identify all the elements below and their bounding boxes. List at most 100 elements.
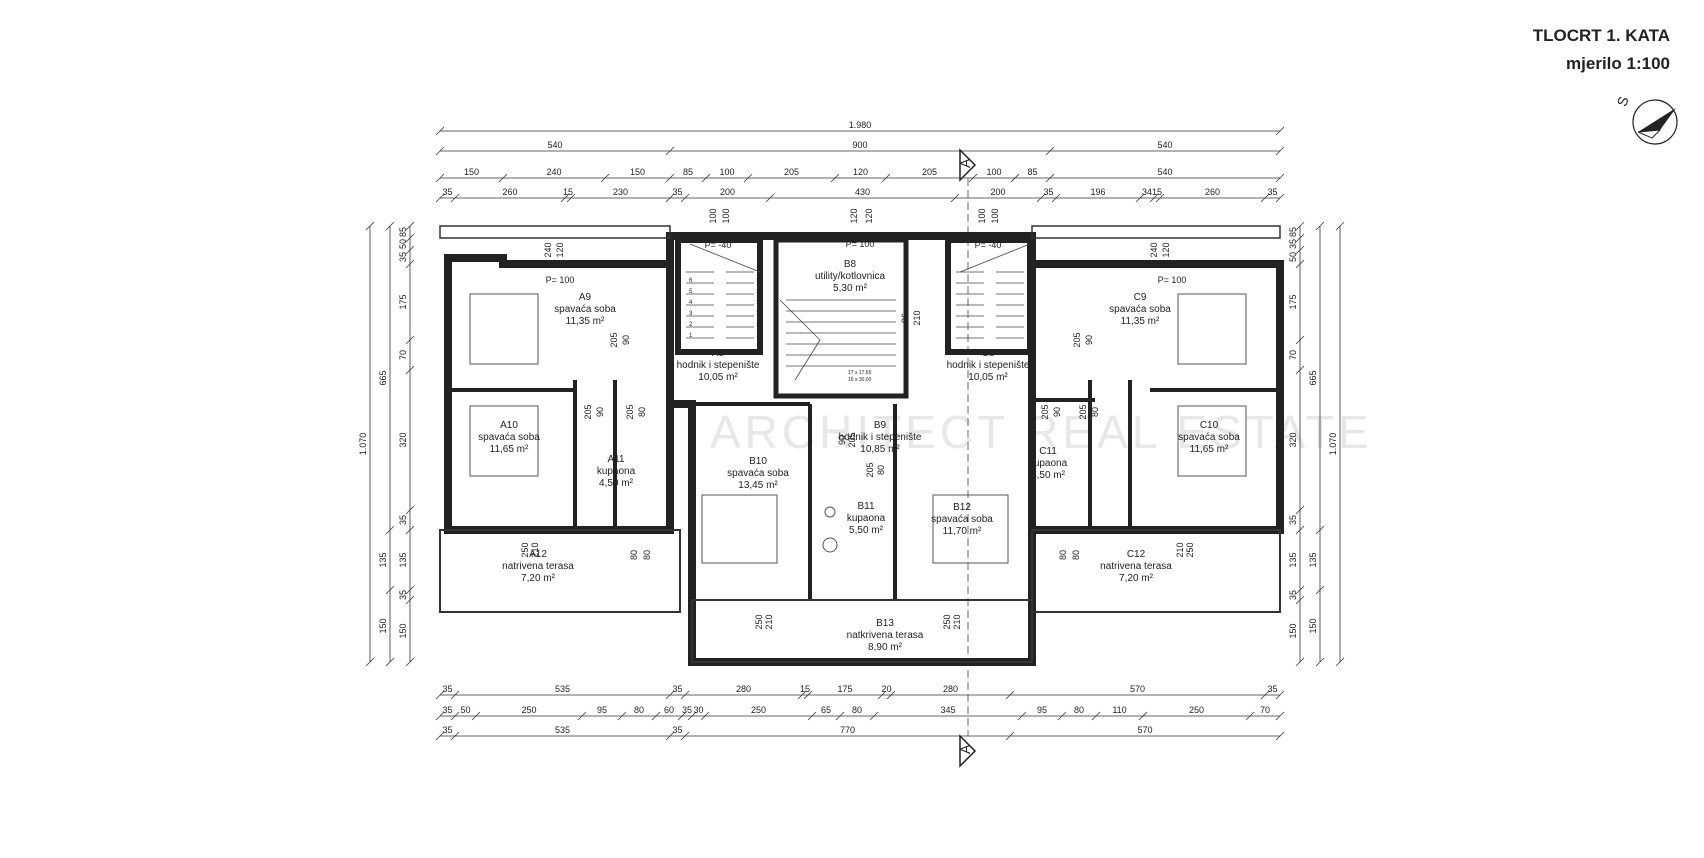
opening-dimension: 120 <box>555 242 565 257</box>
dim-bottom-row2: 110 <box>1112 705 1126 715</box>
opening-dimension: 210 <box>952 614 962 629</box>
opening-dimension: 100 <box>721 208 731 223</box>
dim-right-inner: 150 <box>1288 623 1298 638</box>
room-name: utility/kotlovnica <box>815 271 885 282</box>
dim-bottom-row3: 535 <box>555 725 570 735</box>
opening-dimension: 80 <box>1071 550 1081 560</box>
opening-dimension: 100 <box>990 208 1000 223</box>
opening-dimension: 90 <box>621 335 631 345</box>
opening-dimension: 205 <box>583 404 593 419</box>
dim-bottom-row2: 345 <box>940 705 955 715</box>
opening-dimension: 80 <box>876 465 886 475</box>
stair-step-number: 2 <box>689 322 693 328</box>
dim-left-inner: 85 <box>398 227 408 237</box>
room-code: A9 <box>579 292 592 303</box>
dim-top-row3: 240 <box>546 167 561 177</box>
dim-top-row3: 85 <box>1027 167 1037 177</box>
room-code: C10 <box>1200 420 1219 431</box>
opening-dimension: 80 <box>642 550 652 560</box>
room-name: spavaća soba <box>1109 304 1171 315</box>
room-area: 8,90 m² <box>868 642 903 653</box>
dim-left-inner: 150 <box>398 623 408 638</box>
stair-step-number: 17 <box>756 333 763 339</box>
room-code: C12 <box>1127 549 1146 560</box>
stair-step-number: 1 <box>689 333 693 339</box>
room-name: kupaona <box>597 466 636 477</box>
dim-left-inner: 135 <box>398 552 408 567</box>
opening-dimension: 240 <box>543 242 553 257</box>
dim-bottom-row2: 95 <box>597 705 607 715</box>
opening-dimension: 90 <box>837 435 847 445</box>
room-name: hodnik i stepenište <box>677 360 760 371</box>
room-name: natrivena terasa <box>1100 561 1172 572</box>
dim-bottom-row1: 175 <box>837 684 852 694</box>
room-area: 5,50 m² <box>849 525 884 536</box>
dim-overall-top: 1.980 <box>849 120 872 130</box>
dim-top-row4: 200 <box>720 187 735 197</box>
room-name: hodnik i stepenište <box>947 360 1030 371</box>
opening-dimension: 205 <box>625 404 635 419</box>
room-name: kupaona <box>1029 458 1068 469</box>
room-code: A10 <box>500 420 518 431</box>
room-area: 7,20 m² <box>1119 573 1154 584</box>
room-code: A11 <box>607 454 624 465</box>
dim-bottom-row2: 50 <box>460 705 470 715</box>
dim-top-row3: 205 <box>784 167 799 177</box>
stair-step-number: 3 <box>689 311 693 317</box>
room-area: 4,50 m² <box>599 478 634 489</box>
room-name: spavaća soba <box>727 468 789 479</box>
opening-dimension: 240 <box>1149 242 1159 257</box>
room-area: 13,45 m² <box>738 480 778 491</box>
dim-left-mid: 135 <box>378 552 388 567</box>
dimension-lines <box>365 126 1345 741</box>
dim-top-row2: 900 <box>852 140 867 150</box>
opening-dimension: 120 <box>864 208 874 223</box>
dim-bottom-row2: 95 <box>1037 705 1047 715</box>
dim-top-row3: 540 <box>1157 167 1172 177</box>
opening-dimension: 205 <box>609 332 619 347</box>
opening-dimension: 210 <box>764 614 774 629</box>
dim-top-row4: 196 <box>1090 187 1105 197</box>
room-name: natrivena terasa <box>502 561 574 572</box>
dim-top-row4: 230 <box>613 187 628 197</box>
opening-dimension: 250 <box>1185 542 1195 557</box>
dim-right-inner: 320 <box>1288 432 1298 447</box>
staircases <box>686 243 1031 381</box>
dim-left-inner: 175 <box>398 294 408 309</box>
dim-overall-left: 1.070 <box>358 433 368 456</box>
section-marker-bottom: A <box>957 744 973 754</box>
dim-bottom-row1: 35 <box>442 684 452 694</box>
opening-dimension: 120 <box>849 208 859 223</box>
dim-left-inner: 70 <box>398 350 408 360</box>
dim-bottom-row1: 570 <box>1130 684 1145 694</box>
dim-bottom-row1: 35 <box>672 684 682 694</box>
dim-top-row4: 200 <box>990 187 1005 197</box>
room-code: A8 <box>712 348 725 359</box>
room-name: spavaća soba <box>478 432 540 443</box>
dim-bottom-row2: 35 <box>442 705 452 715</box>
dim-right-inner: 135 <box>1288 552 1298 567</box>
dim-bottom-row2: 250 <box>751 705 766 715</box>
dim-bottom-row2: 80 <box>634 705 644 715</box>
room-area: 11,35 m² <box>566 316 605 327</box>
dim-bottom-row2: 80 <box>852 705 862 715</box>
room-name: spavaća soba <box>1178 432 1240 443</box>
room-name: kupaona <box>847 513 886 524</box>
dim-top-row3: 150 <box>630 167 645 177</box>
dim-top-row4: 34 <box>1142 187 1152 197</box>
room-area: 10,05 m² <box>968 372 1008 383</box>
dim-bottom-row3: 35 <box>672 725 682 735</box>
opening-dimension: 210 <box>530 542 540 557</box>
opening-dimension: 250 <box>942 614 952 629</box>
drawing-title-block: TLOCRT 1. KATA mjerilo 1:100 <box>1533 26 1670 74</box>
